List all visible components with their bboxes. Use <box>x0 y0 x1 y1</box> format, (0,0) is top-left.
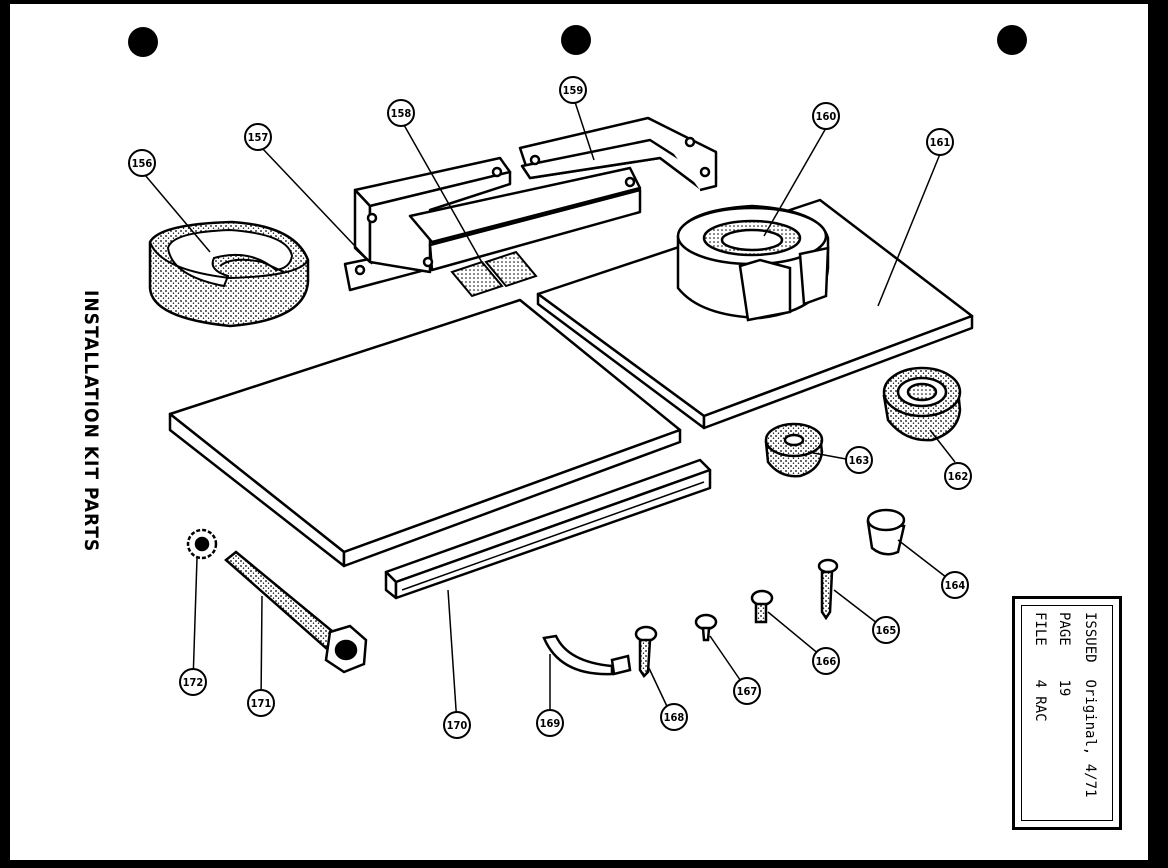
info-issued-value: Original, 4/71 <box>1082 679 1098 798</box>
part-164-cylinder <box>866 508 906 556</box>
info-issued-row: ISSUED Original, 4/71 <box>1082 612 1098 797</box>
callout-157: 157 <box>244 123 272 151</box>
callout-169-label: 169 <box>540 717 561 730</box>
panel-board-left <box>168 298 682 568</box>
callout-171: 171 <box>247 689 275 717</box>
binder-hole-left <box>128 27 158 57</box>
callout-168-label: 168 <box>664 711 685 724</box>
binder-hole-center <box>561 25 591 55</box>
callout-158-label: 158 <box>391 107 412 120</box>
info-box: FILE 4 RAC PAGE 19 ISSUED Original, 4/71 <box>1012 596 1122 830</box>
info-page-label: PAGE <box>1056 612 1072 646</box>
part-167-rivet <box>694 613 718 642</box>
callout-169: 169 <box>536 709 564 737</box>
info-page-value: 19 <box>1056 679 1072 697</box>
callout-159-label: 159 <box>563 84 584 97</box>
callout-161-label: 161 <box>930 136 951 149</box>
callout-159: 159 <box>559 76 587 104</box>
callout-163-label: 163 <box>849 454 870 467</box>
callout-160-label: 160 <box>816 110 837 123</box>
info-file-value: 4 RAC <box>1032 679 1048 722</box>
info-file-label: FILE <box>1032 612 1048 646</box>
callout-166: 166 <box>812 647 840 675</box>
part-162-large-knob <box>882 366 962 442</box>
part-157-bracket <box>343 156 642 292</box>
callout-172: 172 <box>179 668 207 696</box>
callout-170: 170 <box>443 711 471 739</box>
callout-157-label: 157 <box>248 131 269 144</box>
callout-162: 162 <box>944 462 972 490</box>
callout-161: 161 <box>926 128 954 156</box>
callout-168: 168 <box>660 703 688 731</box>
part-165-wood-screw <box>817 558 839 621</box>
callout-162-label: 162 <box>948 470 969 483</box>
callout-166-label: 166 <box>816 655 837 668</box>
callout-172-label: 172 <box>183 676 204 689</box>
part-156-foam-seal <box>148 220 310 328</box>
callout-164: 164 <box>941 571 969 599</box>
part-170-channel-strip <box>384 458 712 600</box>
part-160-sleeve <box>676 204 830 322</box>
part-172-lock-washer <box>186 528 218 560</box>
callout-165-label: 165 <box>876 624 897 637</box>
part-158-pads <box>450 250 538 298</box>
callout-170-label: 170 <box>447 719 468 732</box>
callout-156: 156 <box>128 149 156 177</box>
info-page-row: PAGE 19 <box>1056 612 1072 696</box>
info-file-row: FILE 4 RAC <box>1032 612 1048 722</box>
page-title: INSTALLATION KIT PARTS <box>80 290 102 553</box>
callout-163: 163 <box>845 446 873 474</box>
callout-167: 167 <box>733 677 761 705</box>
binder-hole-right <box>997 25 1027 55</box>
callout-171-label: 171 <box>251 697 272 710</box>
part-159-angle-bracket <box>518 116 718 192</box>
part-166-machine-screw <box>750 589 774 624</box>
part-168-screw <box>634 625 658 678</box>
callout-167-label: 167 <box>737 685 758 698</box>
callout-156-label: 156 <box>132 157 153 170</box>
callout-badges: 156 157 158 159 160 161 162 163 164 165 … <box>128 76 972 739</box>
callout-158: 158 <box>387 99 415 127</box>
callout-160: 160 <box>812 102 840 130</box>
part-169-clip <box>542 634 632 676</box>
callout-165: 165 <box>872 616 900 644</box>
callout-164-label: 164 <box>945 579 966 592</box>
part-171-bolt <box>224 550 368 674</box>
info-box-inner: FILE 4 RAC PAGE 19 ISSUED Original, 4/71 <box>1021 605 1113 821</box>
info-issued-label: ISSUED <box>1082 612 1098 663</box>
part-163-small-knob <box>764 422 824 478</box>
